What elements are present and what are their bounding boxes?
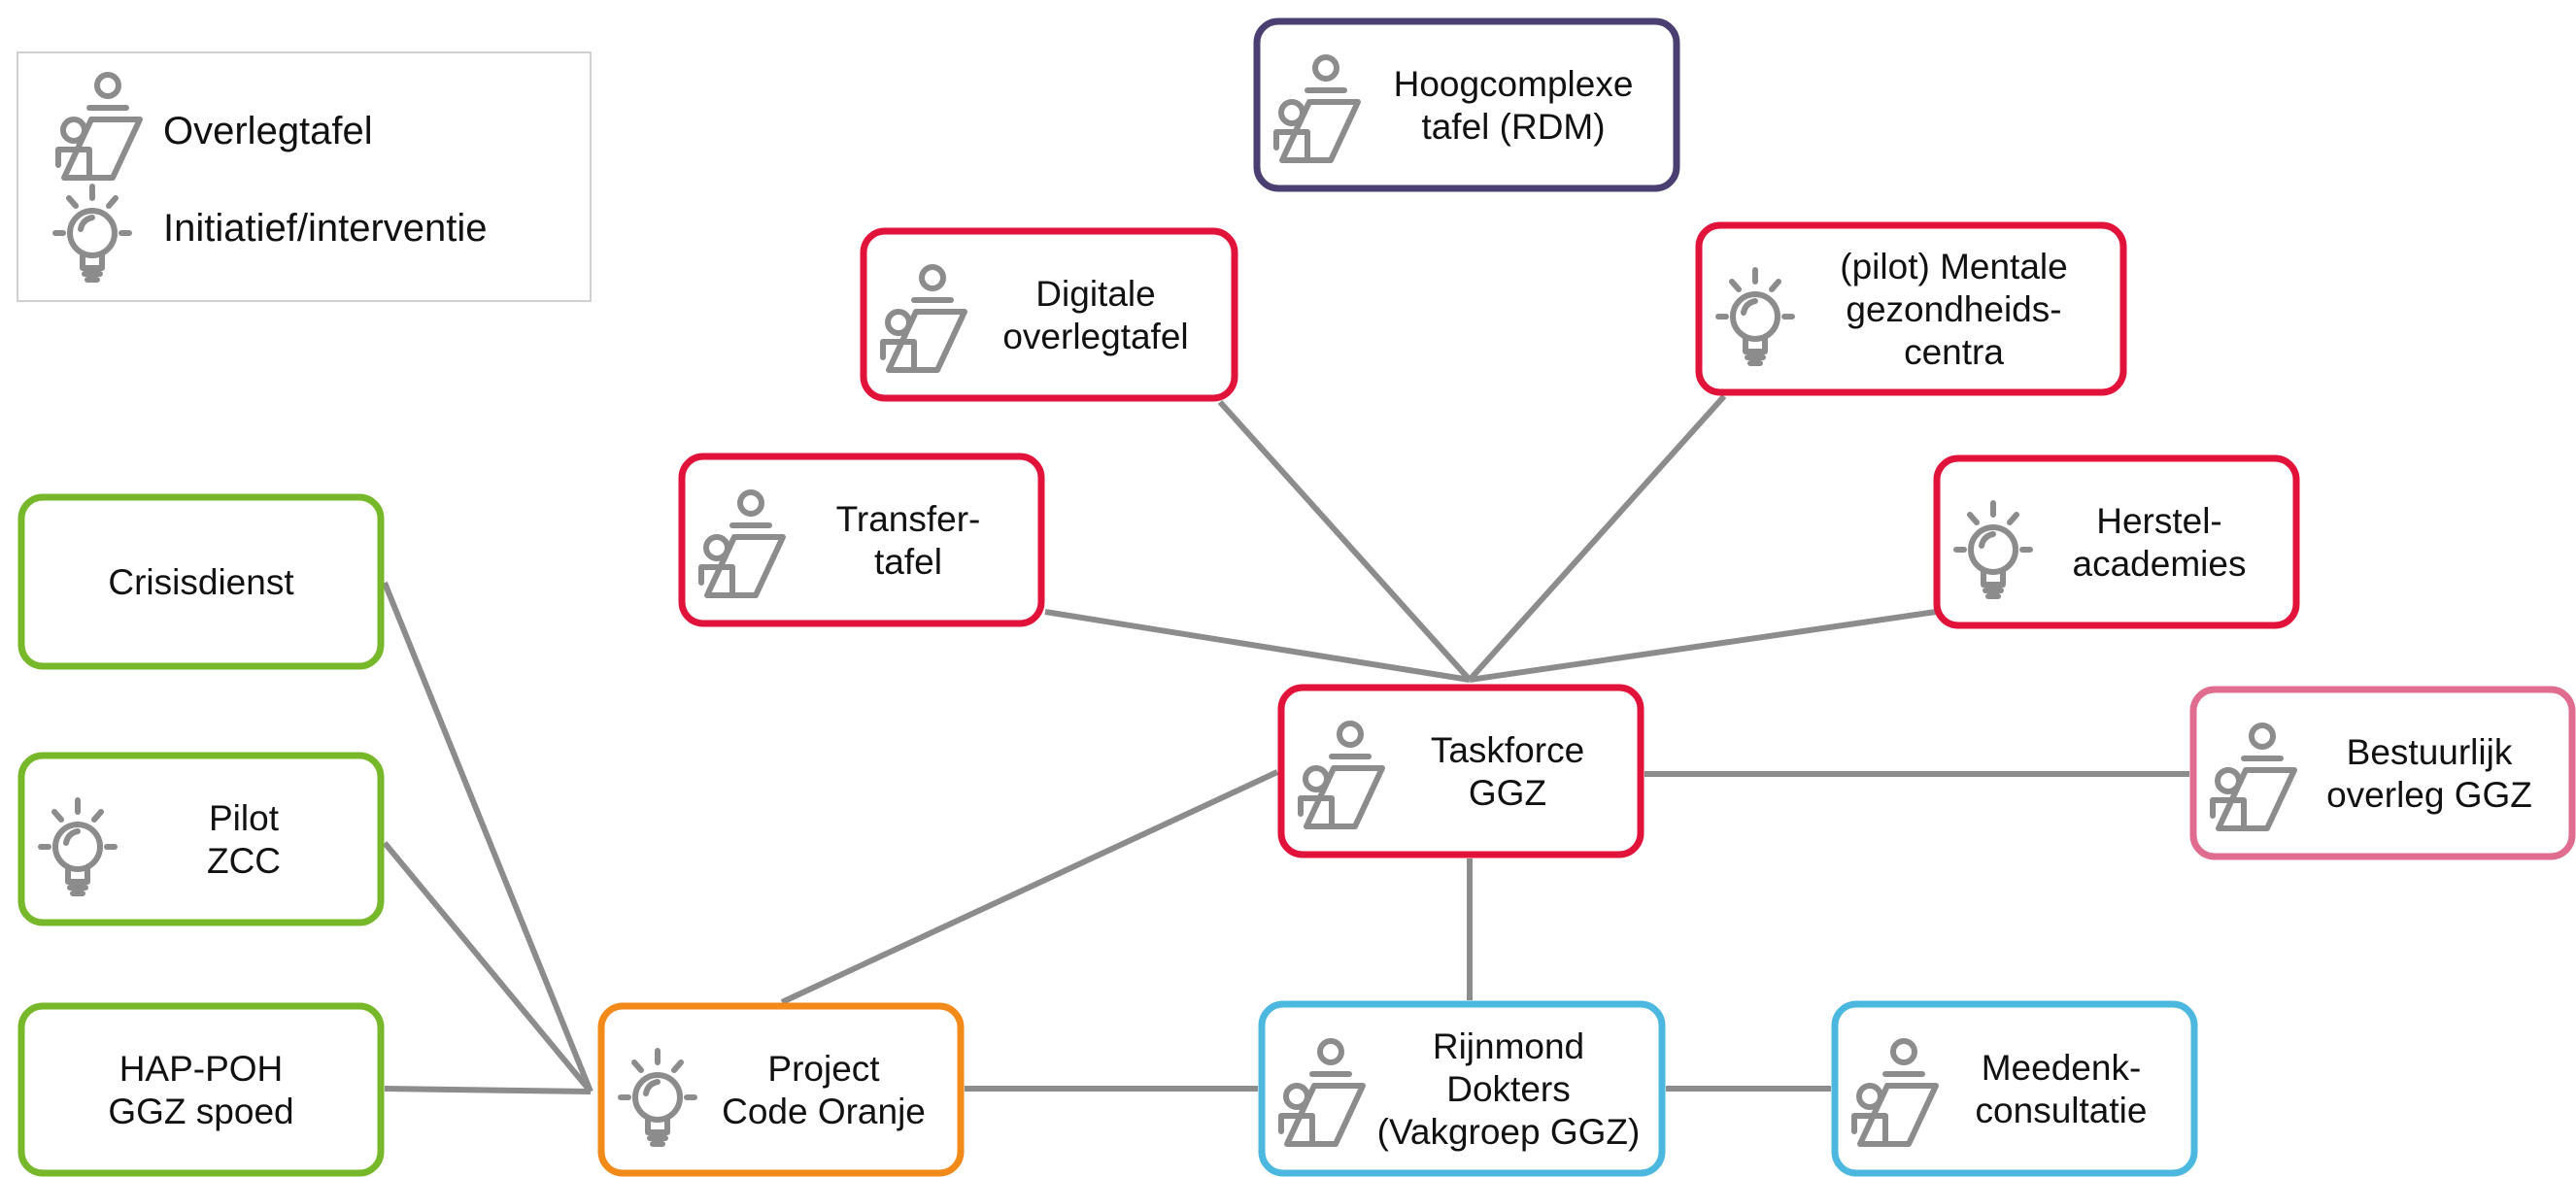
node-label-line: overlegtafel: [1002, 317, 1188, 356]
node-label-line: Herstel-: [2096, 501, 2222, 541]
edge-pilotzcc-codeoranje: [382, 841, 593, 1093]
legend: Overlegtafel Initiatief/interventie: [17, 51, 592, 302]
node-box: [678, 453, 1045, 627]
node-label-line: consultatie: [1976, 1091, 2148, 1130]
node-box: [1253, 17, 1680, 192]
node-label-line: Transfer-: [836, 499, 981, 539]
node-box: [860, 227, 1238, 402]
node-label-line: Hoogcomplexe: [1394, 64, 1634, 104]
node-box: [17, 493, 385, 670]
node-box: [1258, 1000, 1666, 1177]
node-label-line: Dokters: [1446, 1069, 1570, 1109]
node-meedenk: Meedenk-consultatie: [1831, 1000, 2198, 1177]
node-label-line: Crisisdienst: [108, 562, 294, 602]
node-label-line: Meedenk-: [1982, 1048, 2142, 1088]
edge-herstel-taskforce: [1469, 609, 1937, 683]
legend-label-initiatief: Initiatief/interventie: [163, 207, 488, 250]
node-label-line: Bestuurlijk: [2347, 732, 2513, 772]
node-label-line: GGZ: [1469, 773, 1546, 813]
node-box: [1695, 221, 2127, 396]
node-label-line: academies: [2073, 544, 2247, 584]
node-box: [2189, 686, 2576, 860]
node-label-line: tafel: [874, 542, 942, 582]
node-label-line: HAP-POH: [119, 1049, 284, 1089]
node-herstel: Herstel-academies: [1933, 454, 2300, 629]
node-label-line: overleg GGZ: [2326, 775, 2532, 815]
node-box: [1831, 1000, 2198, 1177]
connection-lines: [382, 393, 2189, 1094]
node-label-line: tafel (RDM): [1421, 107, 1605, 147]
node-label-line: (pilot) Mentale: [1840, 247, 2067, 286]
node-label-line: GGZ spoed: [108, 1092, 293, 1131]
edge-transfer-taskforce: [1044, 609, 1471, 683]
node-label-line: Project: [767, 1049, 880, 1089]
node-label-line: Code Oranje: [722, 1092, 926, 1131]
node-box: [1277, 684, 1644, 858]
edge-crisisdienst-codeoranje: [382, 581, 593, 1093]
node-label-line: Digitale: [1035, 274, 1155, 314]
edge-digitale-taskforce: [1217, 399, 1473, 683]
node-transfer: Transfer-tafel: [678, 453, 1045, 627]
node-label-line: Pilot: [209, 798, 280, 838]
edge-mentale-taskforce: [1467, 393, 1727, 683]
node-label-line: ZCC: [207, 841, 281, 881]
edge-taskforce-codeoranje: [780, 769, 1279, 1005]
node-box: [17, 1002, 385, 1177]
node-box: [17, 752, 385, 926]
legend-label-overlegtafel: Overlegtafel: [163, 110, 373, 152]
node-label-line: (Vakgroep GGZ): [1377, 1112, 1641, 1152]
node-label-line: Taskforce: [1431, 730, 1584, 770]
node-box: [597, 1002, 965, 1177]
node-box: [1933, 454, 2300, 629]
node-label-line: gezondheids-: [1846, 289, 2061, 329]
edge-happoh-codeoranje: [384, 1086, 592, 1094]
node-crisisdienst: Crisisdienst: [17, 493, 385, 670]
node-label-line: Rijnmond: [1433, 1026, 1584, 1066]
node-label-line: centra: [1904, 332, 2004, 372]
